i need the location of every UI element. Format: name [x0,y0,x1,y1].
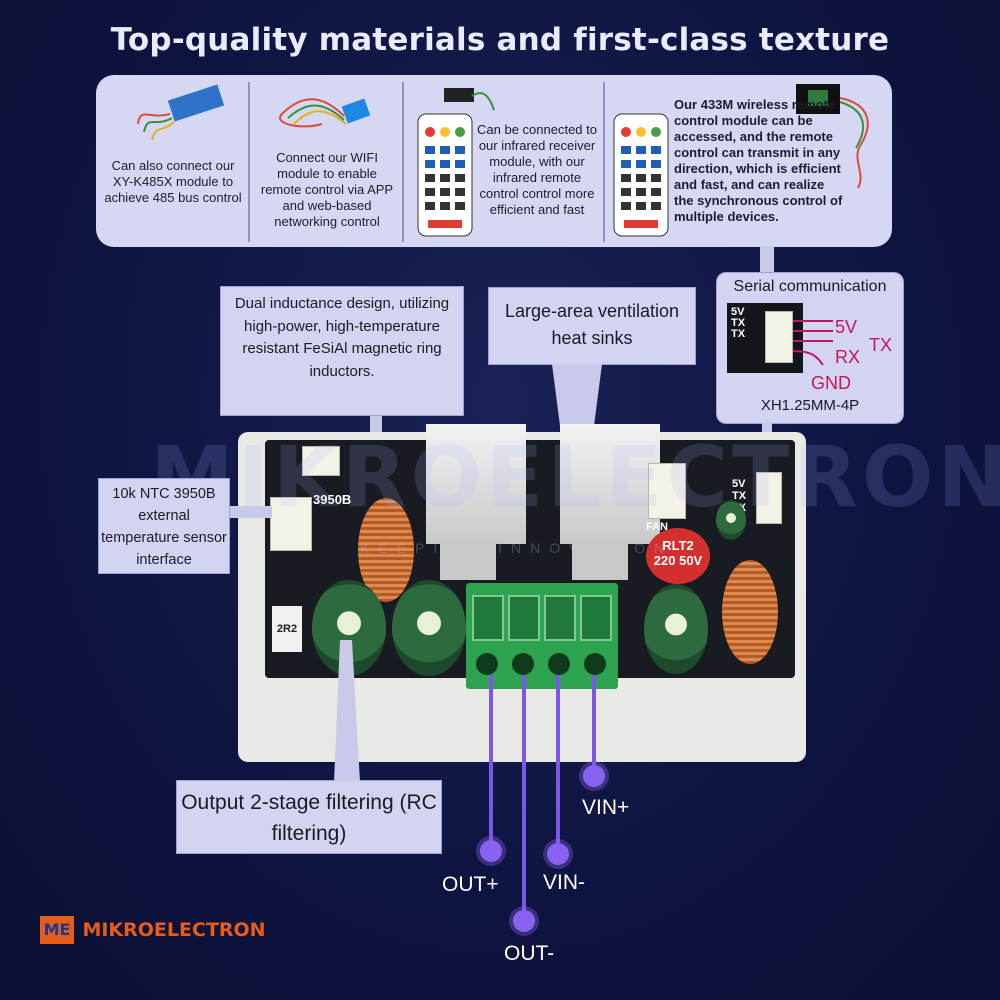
fan-connector [648,463,686,519]
inductor-callout: Dual inductance design, utilizing high-p… [220,286,464,416]
panel-text-433m: Our 433M wireless remote control module … [674,97,843,224]
wire-out-plus [489,675,493,850]
wire-vin-plus [592,675,596,775]
ir-remote-icon [417,88,495,237]
rs485-module-icon [137,84,225,141]
mosfet [440,540,496,580]
board-header-label: TX [732,490,747,502]
terminal-hole [584,653,606,675]
serial-pcb: 5V TX TX [727,303,803,373]
panel-divider [248,82,250,242]
ntc-chip-label: 3950B [313,492,352,507]
terminal-hole [548,653,570,675]
electrolytic-capacitor [392,580,466,676]
heatsink-callout: Large-area ventilation heat sinks [488,287,696,365]
wire-out-minus [522,675,526,920]
serial-header-connector [756,472,782,524]
xh-connector [765,311,793,363]
wire-endpoint [513,910,535,932]
wire-endpoint [547,843,569,865]
header-label: TX [731,328,746,340]
board-connector [302,446,340,476]
resistor: 2R2 [272,606,302,652]
feature-panel [96,75,892,247]
cap-brand: RLT2 [662,538,694,553]
pin-label-5v: 5V [835,317,858,337]
header-label: 5V [731,306,745,318]
watermark-tagline: KEEPING INNOVATION [360,540,674,556]
terminal-hole [512,653,534,675]
pin-label-rx: RX [835,347,861,367]
mosfet [572,540,628,580]
ntc-callout: 10k NTC 3950B external temperature senso… [98,478,230,574]
panel-divider [402,82,404,242]
terminal-screw [580,595,612,641]
electrolytic-capacitor [644,584,708,674]
logo-badge: ME [40,916,74,944]
terminal-screw [472,595,504,641]
terminal-screw [508,595,540,641]
page-title: Top-quality materials and first-class te… [110,22,890,58]
wifi-module-icon [279,98,371,128]
inductor-coil [722,560,778,664]
wire-endpoint [480,840,502,862]
label-vin-plus: VIN+ [582,796,630,819]
panel-divider [603,82,605,242]
panel-text-wifi: Connect our WIFI module to enable remote… [260,150,394,229]
serial-communication-box: Serial communication 5V TX TX 5V TX RX G… [716,272,904,424]
board-header-label: 5V [732,478,746,490]
callout-pointer [760,246,774,274]
header-label: TX [731,317,746,329]
connector-type: XH1.25MM-4P [760,397,860,414]
brand-logo: ME MIKROELECTRON [40,916,266,944]
heat-sink [560,424,660,544]
label-vin-minus: VIN- [543,871,585,894]
heat-sink [426,424,526,544]
panel-text-ir: Can be connected to our infrared receive… [477,122,597,217]
logo-text: MIKROELECTRON [82,919,266,941]
ntc-connector [270,497,312,551]
label-out-minus: OUT- [504,942,555,965]
pin-label-gnd: GND [811,373,851,393]
callout-pointer [230,506,272,518]
wire-vin-minus [556,675,560,853]
filter-callout: Output 2-stage filtering (RC filtering) [176,780,442,854]
inductor-coil [358,498,414,602]
callout-pointer [334,640,360,782]
pin-leader-lines [793,320,833,366]
serial-header-labels: 5V TX TX [731,307,745,340]
watermark: MIKROELECTRON [150,428,1000,526]
terminal-screw [544,595,576,641]
fan-label: FAN [646,521,668,533]
terminal-hole [476,653,498,675]
terminal-block [466,583,618,689]
pin-label-tx: TX [869,335,893,355]
panel-text-485: Can also connect our XY-K485X module to … [104,158,242,205]
wire-endpoint [583,765,605,787]
serial-title: Serial communication [733,278,887,295]
small-capacitor [716,500,746,540]
433m-remote-icon [613,84,869,237]
label-out-plus: OUT+ [442,873,499,896]
cap-rating: 220 50V [653,553,703,568]
red-capacitor: RLT2 220 50V [646,528,710,584]
